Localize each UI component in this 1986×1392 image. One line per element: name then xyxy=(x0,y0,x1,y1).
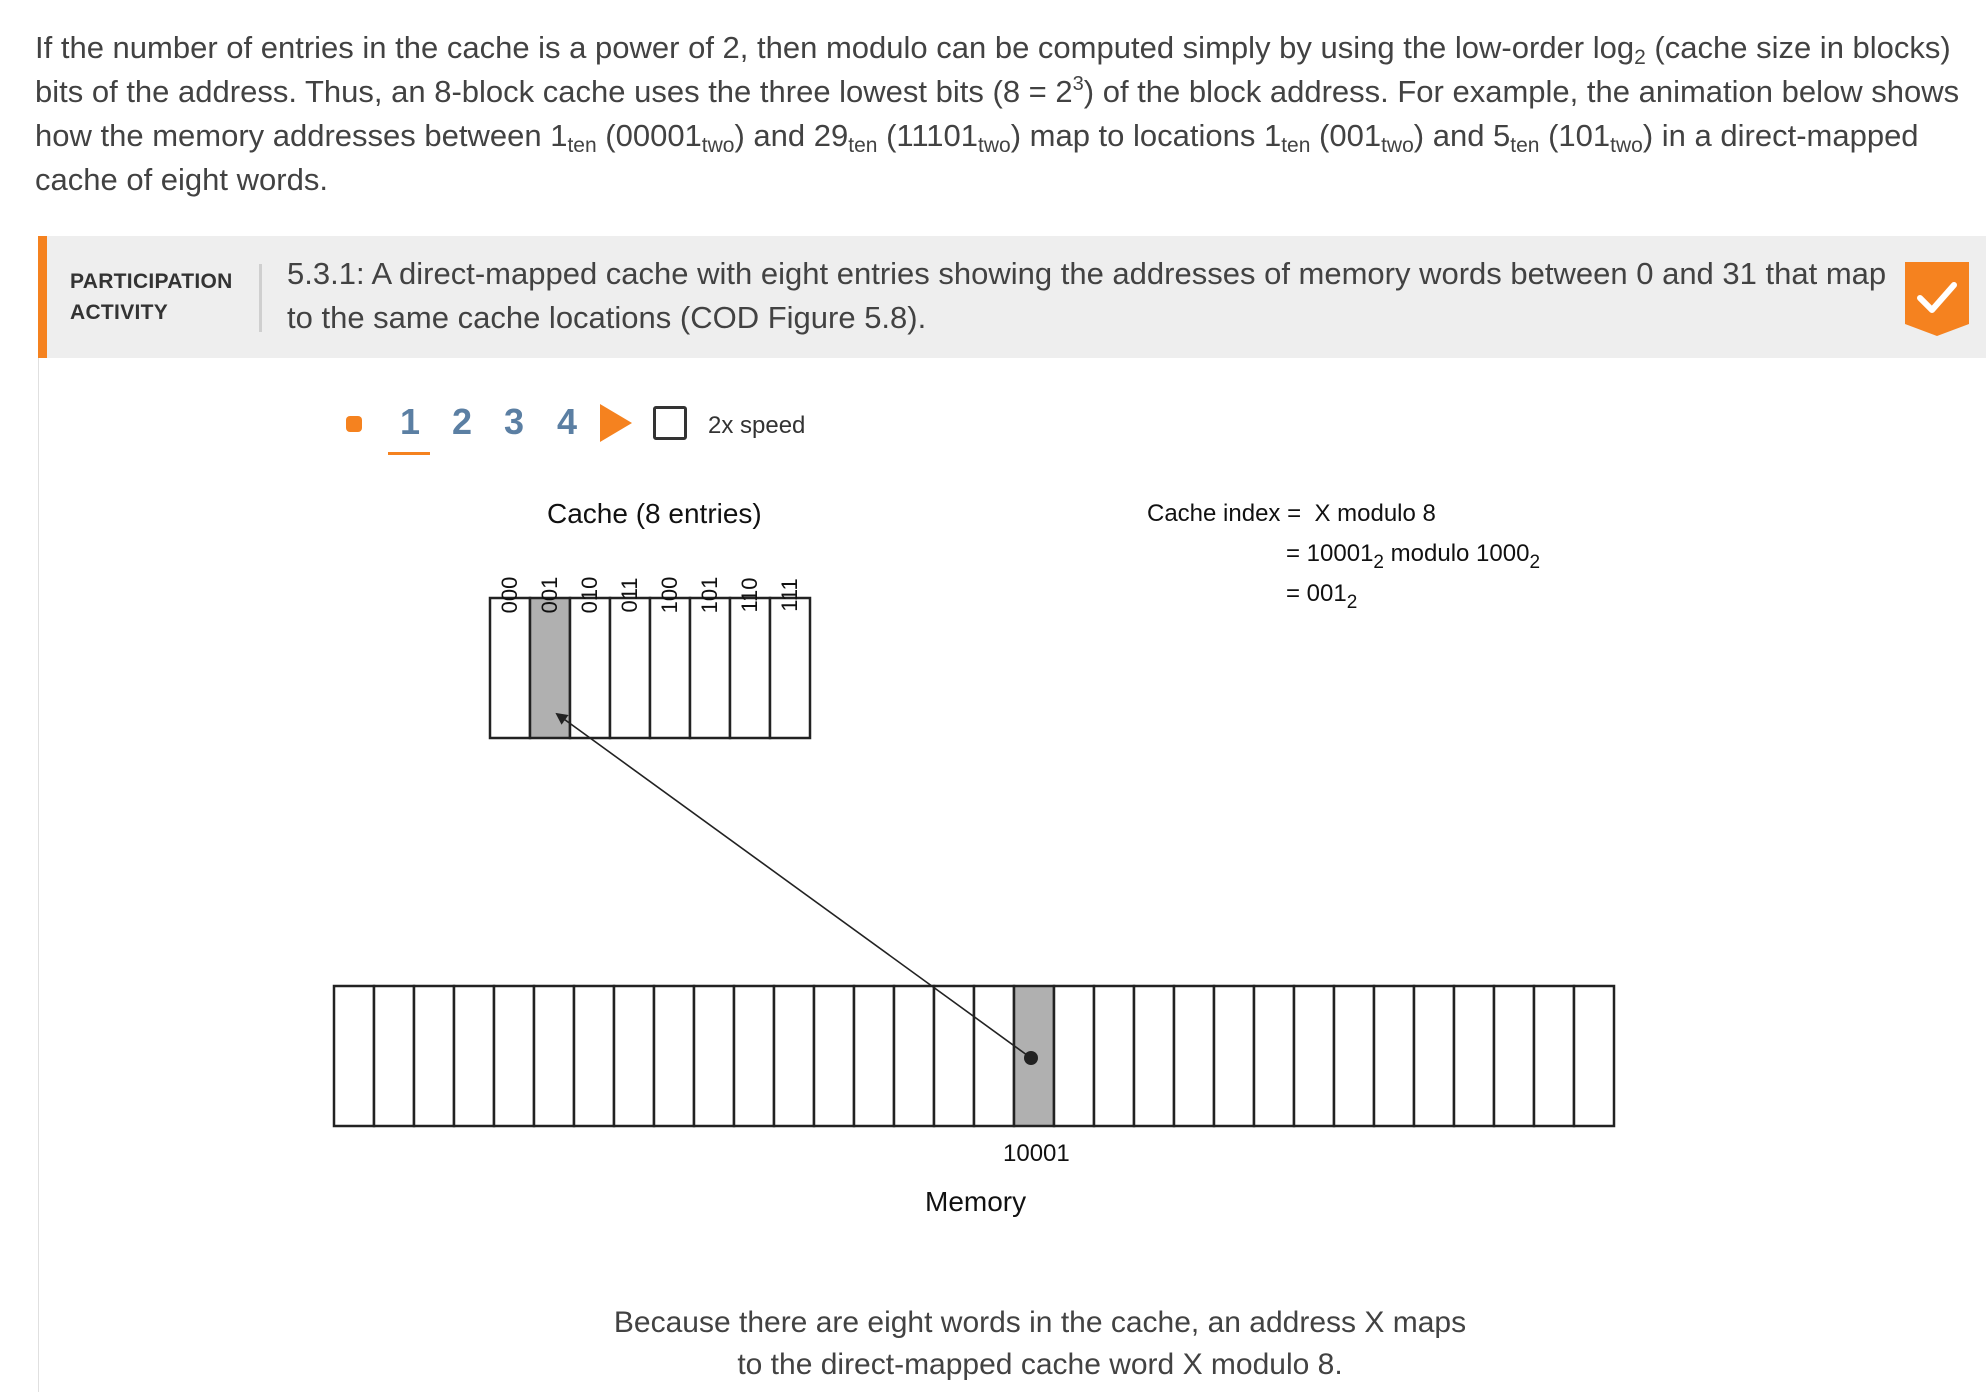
formula-line-1: Cache index = X modulo 8 xyxy=(1147,500,1436,527)
step-caption: Because there are eight words in the cac… xyxy=(613,1306,1467,1381)
cache-index-label: 111 xyxy=(777,578,802,612)
activity-type-label: PARTICIPATION ACTIVITY xyxy=(70,270,233,324)
speed-label: 2x speed xyxy=(708,412,806,439)
speed-checkbox[interactable] xyxy=(653,406,687,440)
cache-index-label: 010 xyxy=(577,576,602,614)
step-4-button[interactable]: 4 xyxy=(556,401,578,442)
step-1-button[interactable]: 1 xyxy=(399,401,421,442)
intro-paragraph: If the number of entries in the cache is… xyxy=(35,30,1960,197)
memory-title: Memory xyxy=(925,1186,1027,1217)
play-icon[interactable] xyxy=(598,402,634,444)
cache-index-label: 001 xyxy=(537,576,562,614)
participation-activity: PARTICIPATION ACTIVITY 5.3.1: A direct-m… xyxy=(38,236,1986,1392)
formula-line-2: = 100012 modulo 10002 xyxy=(1286,540,1541,573)
cache-index-label: 011 xyxy=(617,577,642,613)
activity-body xyxy=(38,358,1986,1392)
cache-title: Cache (8 entries) xyxy=(547,498,762,529)
start-button[interactable] xyxy=(346,416,362,432)
step-3-button[interactable]: 3 xyxy=(503,401,525,442)
activity-header: PARTICIPATION ACTIVITY 5.3.1: A direct-m… xyxy=(38,236,1986,358)
cache-index-label: 110 xyxy=(737,577,762,613)
cache-index-label: 100 xyxy=(657,576,682,614)
cache-index-label: 101 xyxy=(697,576,722,614)
formula-line-3: = 0012 xyxy=(1286,580,1358,613)
activity-title: 5.3.1: A direct-mapped cache with eight … xyxy=(287,256,1887,335)
step-2-button[interactable]: 2 xyxy=(451,401,473,442)
highlighted-memory-address: 10001 xyxy=(1003,1140,1070,1167)
cache-index-label: 000 xyxy=(497,576,522,614)
checkmark-icon xyxy=(1905,262,1969,336)
header-divider xyxy=(259,264,262,332)
active-step-indicator xyxy=(388,452,430,455)
